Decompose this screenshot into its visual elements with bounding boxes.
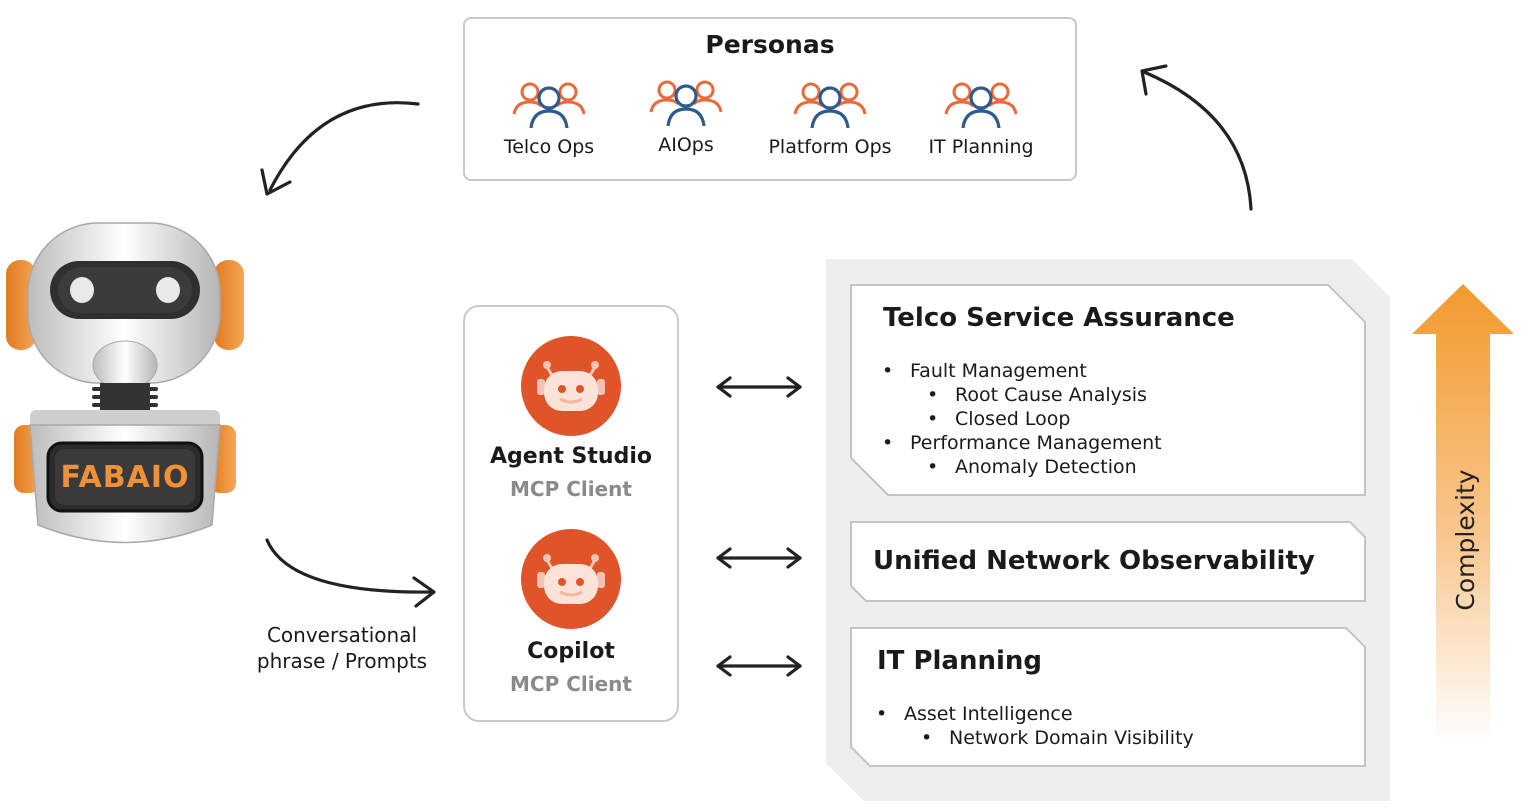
complexity-label: Complexity [1451, 469, 1480, 610]
persona-label: Telco Ops [503, 136, 595, 158]
persona-platform-ops[interactable]: Platform Ops [750, 78, 910, 158]
unified-network-observability-card[interactable] [850, 521, 1366, 602]
bot-avatar-icon[interactable] [520, 528, 622, 630]
people-group-icon [512, 82, 586, 129]
people-group-icon [944, 82, 1018, 129]
telco-service-assurance-card[interactable] [850, 284, 1366, 496]
persona-it-planning[interactable]: IT Planning [901, 78, 1061, 158]
client-sub-copilot: MCP Client [510, 672, 632, 696]
fabaio-robot-illustration [6, 222, 244, 544]
observability-card-title: Unified Network Observability [873, 546, 1315, 576]
robot-badge-label: FABAIO [60, 460, 190, 495]
it-planning-bullet: •Asset Intelligence [876, 703, 1073, 725]
persona-label: IT Planning [928, 136, 1034, 158]
people-group-icon [793, 82, 867, 129]
arrow-personas-to-robot-head [260, 168, 292, 196]
client-sub-agent-studio: MCP Client [510, 477, 632, 501]
telco-bullet: •Anomaly Detection [927, 456, 1137, 478]
complexity-up-arrow [1412, 284, 1514, 744]
telco-bullet: •Root Cause Analysis [927, 384, 1147, 406]
bot-avatar-icon[interactable] [520, 335, 622, 437]
double-arrow-it-planning [716, 655, 802, 677]
persona-telco-ops[interactable]: Telco Ops [469, 78, 629, 158]
arrow-domains-to-personas-head [1140, 64, 1168, 96]
double-arrow-telco [716, 376, 802, 398]
client-name-copilot: Copilot [527, 639, 615, 664]
prompts-label-line2: phrase / Prompts [256, 649, 428, 673]
client-name-agent-studio: Agent Studio [490, 444, 652, 469]
it-planning-bullet: •Network Domain Visibility [921, 727, 1194, 749]
telco-bullet: •Closed Loop [927, 408, 1071, 430]
it-planning-card-title: IT Planning [877, 646, 1043, 676]
it-planning-card[interactable] [850, 627, 1366, 767]
complexity-text: Complexity [1451, 469, 1480, 610]
arrow-robot-to-clients [265, 538, 434, 594]
telco-bullet: •Performance Management [882, 432, 1162, 454]
double-arrow-observability [716, 547, 802, 569]
people-group-icon [649, 80, 723, 127]
telco-card-title: Telco Service Assurance [883, 303, 1235, 333]
persona-label: Platform Ops [768, 136, 892, 158]
personas-title: Personas [705, 30, 835, 59]
arrow-domains-to-personas [1142, 70, 1253, 211]
persona-label: AIOps [658, 134, 714, 156]
telco-bullet: •Fault Management [882, 360, 1087, 382]
arrow-robot-to-clients-head [412, 576, 436, 608]
arrow-personas-to-robot [268, 101, 420, 192]
persona-aiops[interactable]: AIOps [606, 76, 766, 156]
prompts-label-line1: Conversational [266, 623, 418, 647]
prompts-label: Conversational phrase / Prompts [232, 622, 452, 674]
